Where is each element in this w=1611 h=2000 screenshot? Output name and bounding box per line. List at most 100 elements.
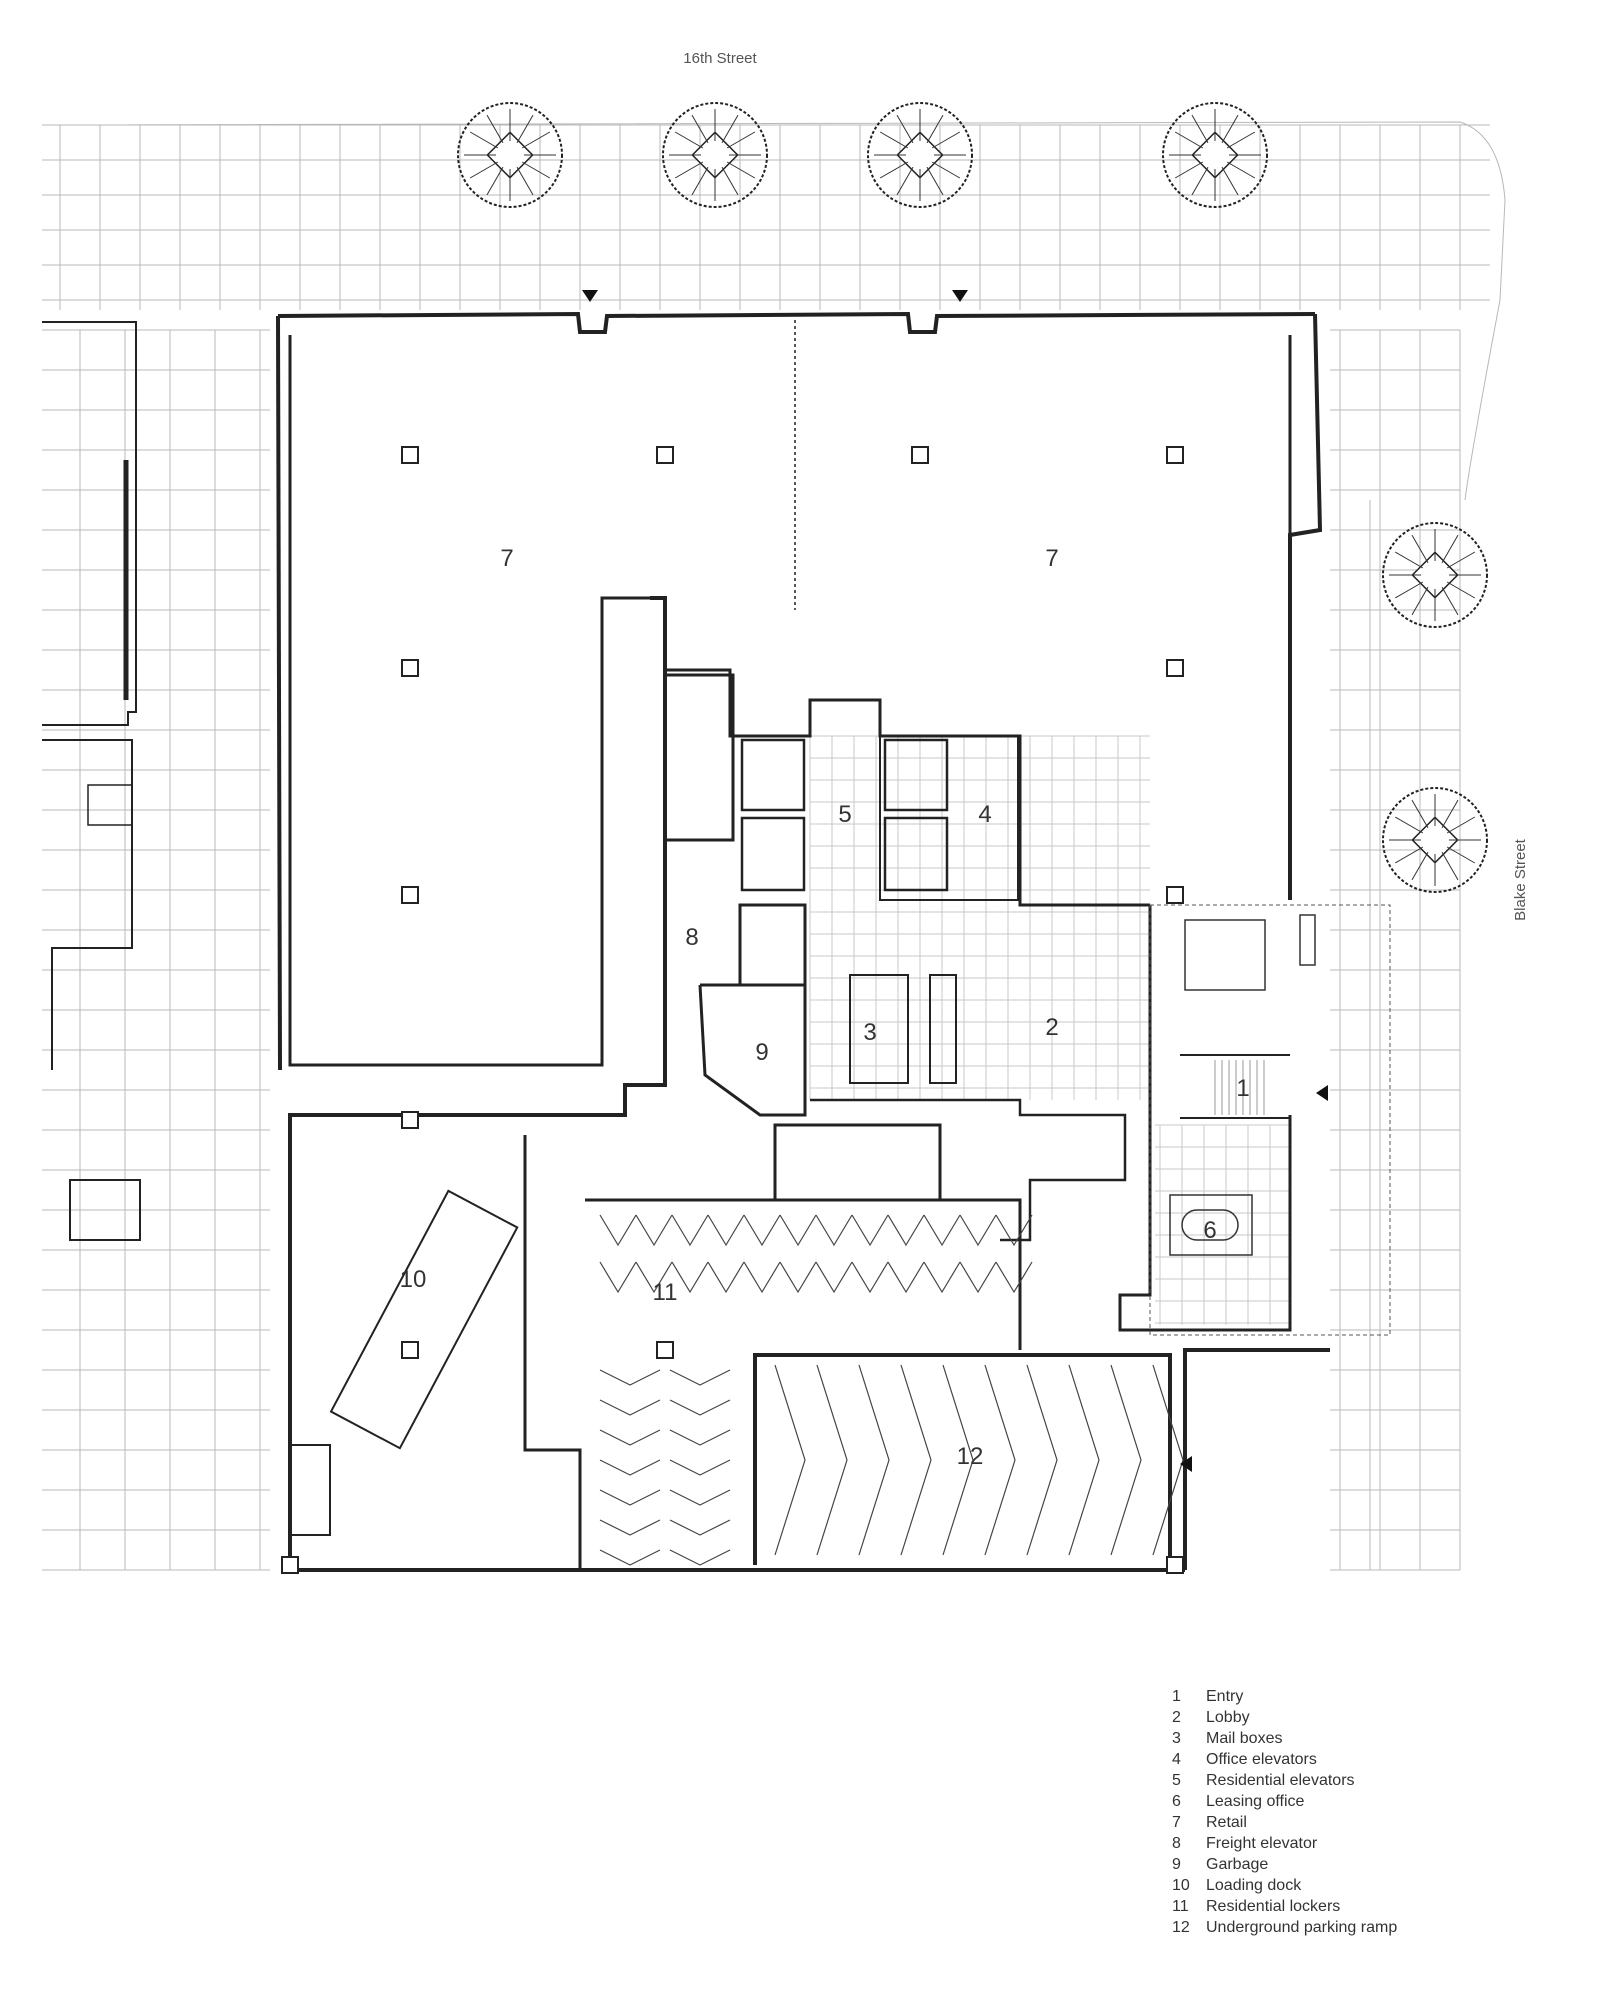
core-wall-west [288,596,1185,1572]
structural-columns [281,446,1184,1574]
office-elevator-wall [879,736,1019,901]
tree-branch [931,161,961,179]
locker-unit [669,1519,731,1536]
locker-unit [815,1214,853,1247]
tree-branch [674,161,704,179]
column [401,659,419,677]
room-label-6: 6 [1203,1217,1216,1244]
ramp-chevron [1068,1364,1100,1556]
locker-unit [669,1369,731,1386]
locker-unit [743,1214,781,1247]
mail-box-unit [849,974,909,1084]
tree-branch [516,166,534,196]
locker-unit [669,1549,731,1566]
room-label-3: 3 [863,1019,876,1046]
column [401,1341,419,1359]
locker-unit [995,1261,1033,1294]
legend-item-label: Entry [1206,1688,1244,1705]
column [281,1556,299,1574]
locker-unit [959,1261,997,1294]
tree-branch [1394,581,1424,599]
lockers-wall [585,1198,1022,1350]
room-label-7-west: 7 [500,545,513,572]
legend-item-number: 9 [1172,1856,1181,1873]
entry-hatch [1214,1060,1265,1115]
legend-item-number: 1 [1172,1688,1181,1705]
legend-item-label: Residential elevators [1206,1772,1355,1789]
column [656,1341,674,1359]
tree-branch [1394,846,1424,864]
tree-branch [486,114,504,144]
tree-branch [879,161,909,179]
legend-item: 1 Entry [1172,1686,1532,1707]
residential-elevator-shaft-2 [740,816,806,892]
tree-grate [1411,816,1459,864]
legend-item-label: Mail boxes [1206,1730,1283,1747]
room-label-5: 5 [838,801,851,828]
office-elevator-shaft-1 [883,738,949,812]
legend-item-label: Office elevators [1206,1751,1317,1768]
legend-item-label: Residential lockers [1206,1898,1341,1915]
retail-west-inner-wall [288,335,650,1067]
building-north-wall [277,311,1316,334]
tree-canopy [1162,102,1268,208]
column [1166,886,1184,904]
tree-branch [1174,131,1204,149]
locker-unit [599,1399,661,1416]
building-east-wall [1288,313,1323,900]
lounge-table [1184,919,1266,991]
locker-unit [887,1261,925,1294]
room-label-12: 12 [957,1443,984,1470]
tree-branch [721,114,739,144]
building-west-wall [276,315,282,1071]
ramp-chevron [1152,1364,1184,1556]
locker-unit [635,1214,673,1247]
legend-item-label: Retail [1206,1814,1247,1831]
locker-unit [779,1214,817,1247]
tree-branch [926,166,944,196]
tree-grate [486,131,534,179]
parking-ramp-chevrons [774,1364,1184,1556]
ramp-chevron [816,1364,848,1556]
legend-item-number: 3 [1172,1730,1181,1747]
tree-branch [896,166,914,196]
tree-branch [1191,114,1209,144]
entry-arrows [582,290,1328,1472]
tree-grate [1411,551,1459,599]
tree-branch [1221,114,1239,144]
ramp-chevron [942,1364,974,1556]
entry-arrow-north-1 [582,290,598,302]
tree-branch [1411,851,1429,881]
ramp-chevron [1110,1364,1142,1556]
tree-icon [457,102,563,208]
office-elevator-shaft-2 [883,816,949,892]
tree-icon [1382,787,1488,893]
room-label-1: 1 [1236,1075,1249,1102]
locker-unit [669,1429,731,1446]
locker-unit [669,1399,731,1416]
locker-pattern [599,1214,1033,1566]
street-label-east: Blake Street [1512,838,1529,921]
column [401,1111,419,1129]
tree-branch [1226,131,1256,149]
room-label-8: 8 [685,924,698,951]
locker-unit [707,1261,745,1294]
locker-unit [671,1214,709,1247]
tree-branch [1394,551,1424,569]
neighbor-building-outline [42,321,137,726]
ramp-chevron [1026,1364,1058,1556]
entry-arrow-ramp [1180,1456,1192,1472]
legend-item-number: 8 [1172,1835,1181,1852]
locker-unit [599,1261,637,1294]
entry-arrow-north-2 [952,290,968,302]
leasing-furniture [1169,914,1316,1256]
locker-unit [669,1459,731,1476]
conference-table [1169,1194,1253,1256]
ramp-chevron [774,1364,806,1556]
tree-branch [1411,534,1429,564]
